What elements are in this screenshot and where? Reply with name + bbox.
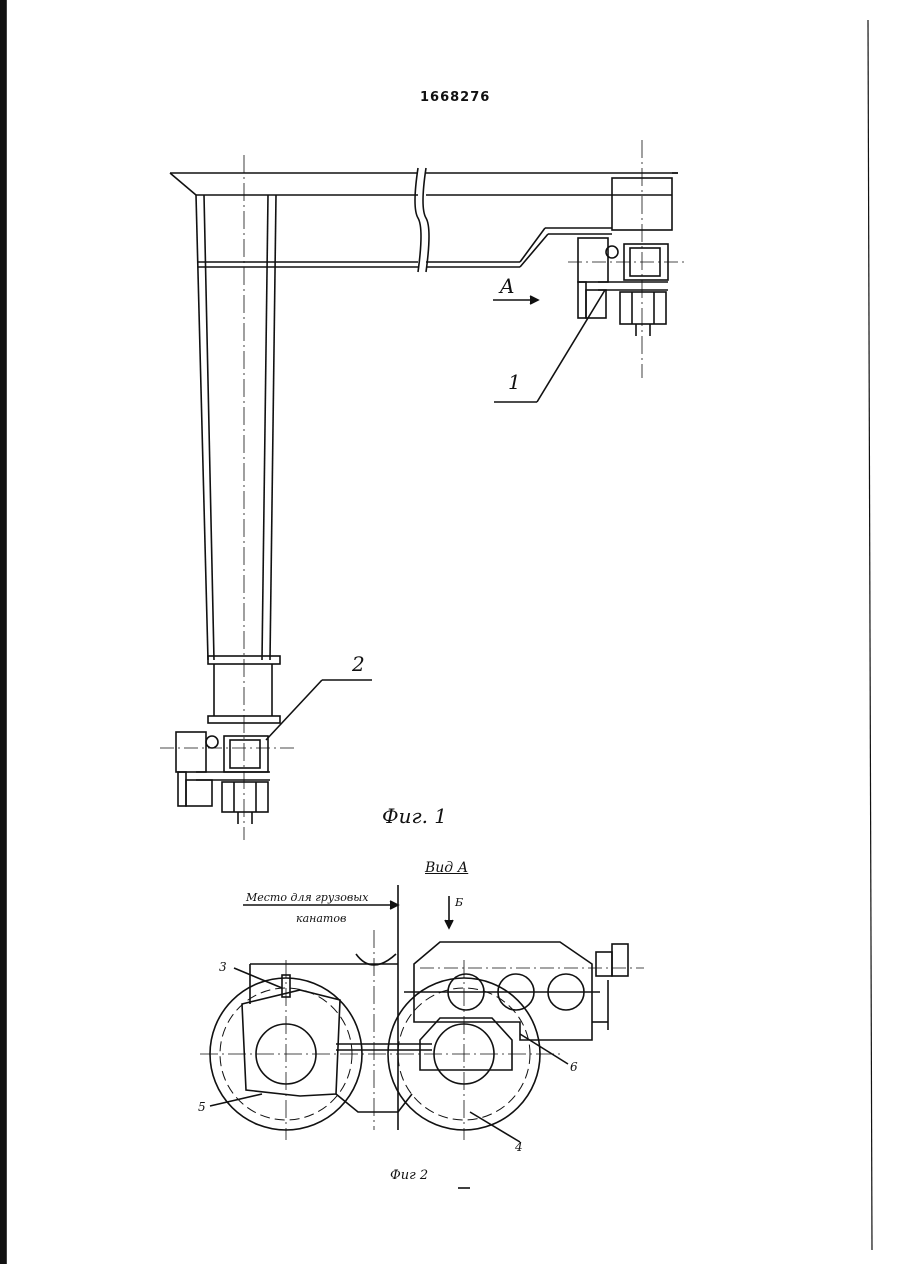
rope-place-label-line2: канатов [296, 912, 346, 925]
figure2-caption: Фиг 2 [390, 1168, 428, 1183]
view-arrow-label: A [500, 274, 514, 298]
callout-label-1: 1 [508, 370, 521, 394]
document-number: 1668276 [420, 90, 490, 105]
figure1-caption: Фиг. 1 [382, 804, 447, 828]
right-margin-line [868, 20, 872, 1250]
callout-label-5: 5 [198, 1100, 206, 1114]
fig1-drawing [160, 140, 688, 840]
rope-place-label-line1: Место для грузовых [246, 891, 368, 904]
fig2-drawing [200, 885, 644, 1188]
left-margin-bar [0, 0, 6, 1264]
arrow-b-label: Б [455, 896, 463, 909]
view-a-title: Вид А [425, 860, 468, 876]
callout-label-6: 6 [570, 1060, 578, 1074]
callout-label-4: 4 [515, 1140, 523, 1154]
callout-label-2: 2 [352, 652, 365, 676]
callout-label-3: 3 [219, 960, 227, 974]
